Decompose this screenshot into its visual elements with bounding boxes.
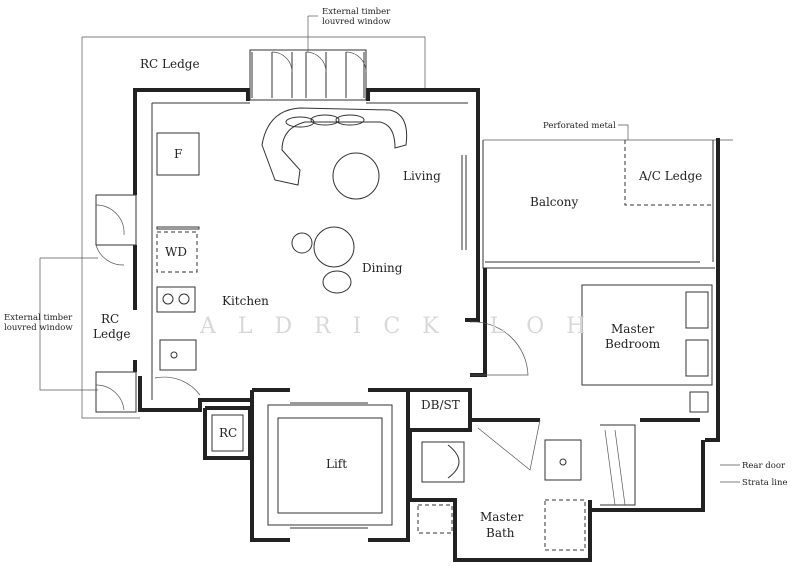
note-strata-line: Strata line (742, 478, 788, 488)
label-fridge: F (174, 147, 182, 161)
label-balcony: Balcony (530, 195, 578, 209)
note-window-left-2: louvred window (4, 323, 73, 333)
note-rear-door: Rear door (742, 461, 786, 471)
main-door-swing (469, 321, 529, 376)
left-window (39, 194, 137, 413)
bed (581, 284, 713, 413)
label-rc: RC (219, 426, 237, 440)
note-window-top-1: External timber (322, 7, 391, 17)
label-rc-ledge-left-1: RC (101, 312, 119, 326)
watermark: ALDRICK LOH (199, 314, 607, 339)
dining-set (291, 226, 355, 294)
label-washer-dryer: WD (165, 245, 187, 259)
walls (133, 88, 720, 562)
bath-fixtures (417, 419, 636, 551)
label-lift: Lift (326, 457, 347, 471)
label-rc-ledge-top: RC Ledge (140, 57, 200, 71)
rear-door-leader (720, 464, 740, 483)
label-living: Living (403, 169, 441, 183)
note-perforated-metal: Perforated metal (543, 121, 616, 131)
label-kitchen: Kitchen (222, 294, 269, 308)
label-ac-ledge: A/C Ledge (638, 169, 702, 183)
label-rc-ledge-left-2: Ledge (93, 327, 131, 341)
lift-car (267, 402, 393, 529)
top-window (249, 15, 367, 101)
sofa (261, 107, 408, 200)
living-partition (461, 155, 467, 250)
label-master-bath-1: Master (480, 510, 524, 524)
label-dining: Dining (362, 261, 403, 275)
label-master-bath-2: Bath (486, 526, 515, 540)
note-window-left-1: External timber (4, 313, 73, 323)
ac-ledge (618, 124, 713, 206)
label-db-st: DB/ST (421, 398, 460, 412)
note-window-top-2: louvred window (322, 17, 391, 27)
label-master-bedroom-2: Bedroom (605, 337, 661, 351)
label-master-bedroom-1: Master (611, 322, 655, 336)
rc-shaft-inner (211, 414, 244, 452)
kitchen-fixtures (154, 132, 201, 396)
strata-outline (81, 36, 733, 419)
